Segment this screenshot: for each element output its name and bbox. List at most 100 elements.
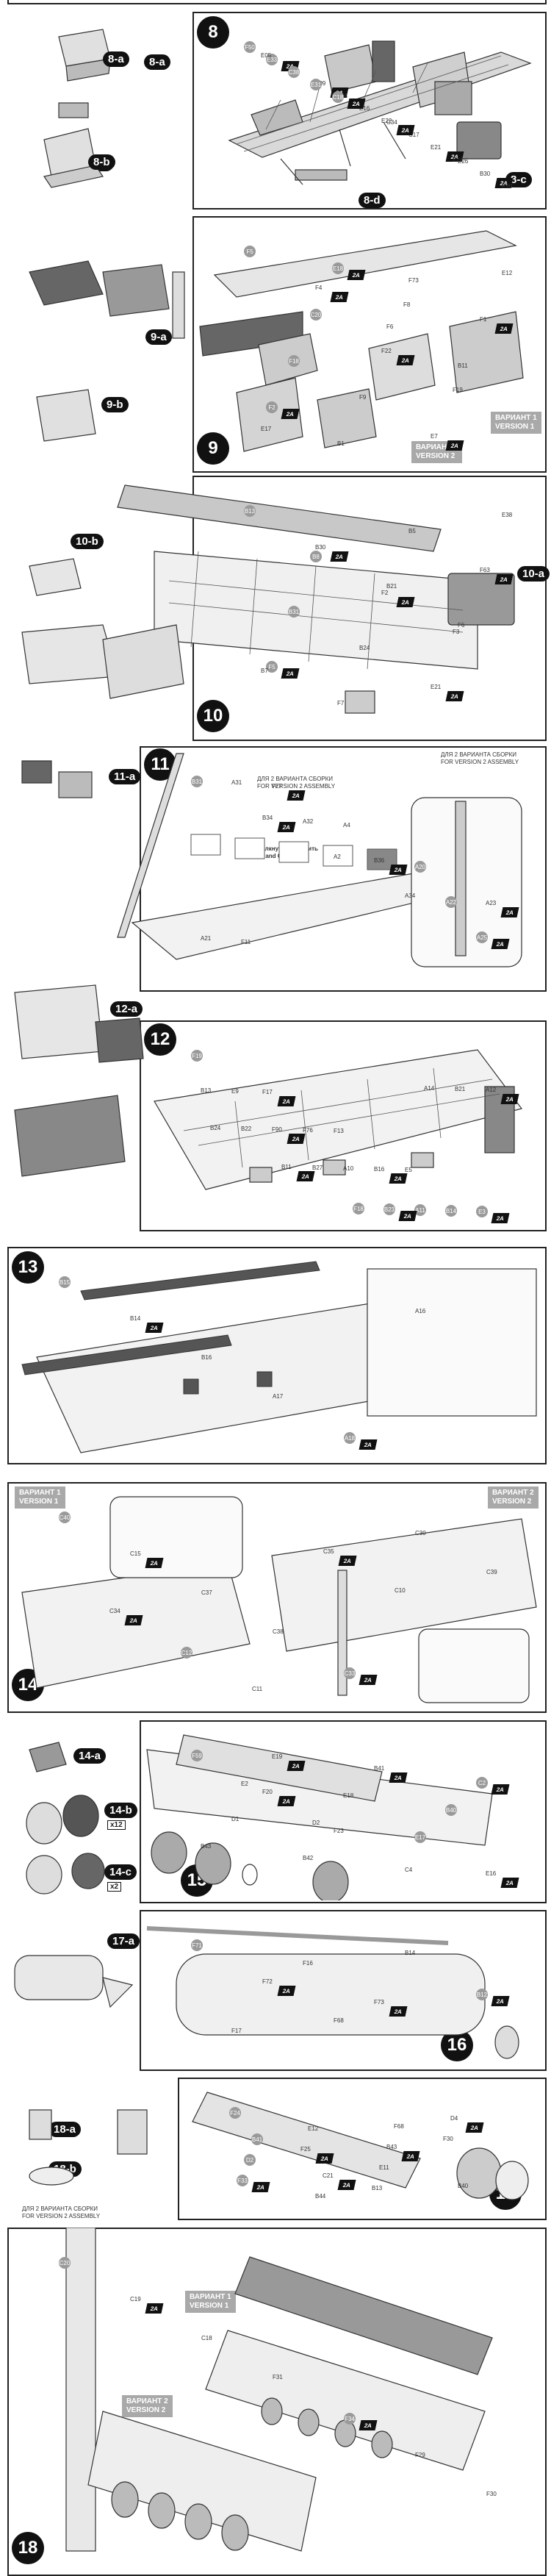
- part-number-label: F18: [353, 1203, 364, 1214]
- part-number-label: E3: [476, 1206, 488, 1217]
- part-number-label: C21: [323, 2172, 334, 2179]
- part-number-label: B23: [383, 1203, 395, 1215]
- glue-badge: 2A: [396, 597, 415, 607]
- glue-badge: 2A: [465, 2122, 484, 2133]
- part-number-label: F1: [480, 316, 487, 323]
- substep-label: 11-a: [109, 769, 141, 784]
- detail-wheels-drawing: [26, 1742, 105, 1895]
- part-number-label: E12: [308, 2125, 319, 2132]
- detail-11a-drawing: [21, 760, 93, 798]
- step-17-canister-drawing: [192, 2092, 529, 2200]
- part-number-label: B21: [455, 1086, 466, 1092]
- part-number-label: B13: [244, 505, 256, 517]
- part-number-label: F20: [262, 1789, 273, 1795]
- step-18-launcher-drawing: [65, 2228, 493, 2552]
- substep-label: 8-b: [88, 154, 115, 170]
- part-number-label: B11: [281, 1164, 292, 1170]
- part-number-label: A4: [343, 822, 350, 829]
- substep-label: 14-c: [104, 1864, 137, 1880]
- part-number-label: F30: [443, 2136, 453, 2142]
- glue-badge: 2A: [396, 355, 415, 365]
- substep-label: 14-b: [104, 1803, 137, 1818]
- part-number-label: F11: [241, 939, 251, 945]
- quantity-multiplier: x2: [107, 1882, 122, 1892]
- part-number-label: B30: [480, 171, 491, 177]
- glue-badge: 2A: [491, 939, 510, 949]
- part-number-label: C20: [59, 2257, 71, 2269]
- glue-badge: 2A: [491, 1784, 510, 1795]
- part-number-label: F77: [272, 783, 282, 790]
- part-number-label: C37: [201, 1589, 212, 1596]
- part-number-label: F59: [191, 1750, 203, 1761]
- part-number-label: E31: [310, 79, 322, 90]
- glue-badge: 2A: [330, 551, 349, 562]
- part-number-label: B7: [261, 668, 268, 674]
- part-number-label: B27: [312, 1164, 323, 1171]
- glue-badge: 2A: [491, 1213, 510, 1223]
- part-number-label: B15: [59, 1276, 71, 1288]
- glue-badge: 2A: [330, 292, 349, 302]
- part-number-label: F18: [288, 355, 300, 367]
- part-number-label: A32: [303, 818, 314, 825]
- glue-badge: 2A: [277, 1986, 296, 1996]
- part-number-label: F76: [303, 1127, 313, 1134]
- part-number-label: C35: [323, 1548, 334, 1555]
- part-number-label: F22: [381, 348, 392, 354]
- part-number-label: F30: [486, 2491, 497, 2497]
- step-14-chassis-drawing: [21, 1496, 537, 1703]
- part-number-label: F71: [191, 1939, 203, 1951]
- step-number: 12: [144, 1023, 176, 1056]
- part-number-label: F24: [229, 2107, 241, 2119]
- part-number-label: A17: [273, 1393, 284, 1400]
- part-number-label: F90: [272, 1126, 282, 1133]
- part-number-label: C20: [310, 309, 322, 321]
- part-number-label: C11: [252, 1686, 263, 1692]
- part-number-label: D2: [312, 1820, 320, 1826]
- part-number-label: A20: [414, 861, 426, 873]
- step-12-chassis-drawing: [154, 1049, 523, 1190]
- part-number-label: F50: [244, 41, 256, 53]
- part-number-label: B8: [310, 551, 322, 562]
- part-number-label: F5: [266, 661, 278, 673]
- part-number-label: A31: [231, 779, 242, 786]
- part-number-label: B21: [386, 583, 397, 590]
- part-number-label: E05: [261, 52, 272, 59]
- part-number-label: C40: [59, 1511, 71, 1523]
- detail-10-side-parts: [21, 558, 184, 699]
- part-number-label: F6: [386, 323, 394, 330]
- part-number-label: B36: [374, 857, 385, 864]
- part-number-label: C34: [109, 1608, 120, 1614]
- glue-badge: 2A: [251, 2182, 270, 2192]
- part-number-label: E16: [486, 1870, 497, 1877]
- part-number-label: E21: [431, 684, 442, 690]
- part-number-label: C2: [476, 1777, 488, 1789]
- detail-8a-drawing: [58, 29, 111, 82]
- glue-badge: 2A: [338, 1556, 357, 1566]
- part-number-label: F29: [415, 2452, 425, 2458]
- part-number-label: B40: [458, 2183, 469, 2189]
- detail-9a-drawing: [29, 260, 185, 339]
- part-number-label: C38: [273, 1628, 284, 1635]
- part-number-label: C15: [130, 1550, 141, 1557]
- part-number-label: B13: [372, 2185, 383, 2192]
- part-number-label: D4: [450, 2115, 458, 2122]
- glue-badge: 2A: [145, 2303, 164, 2314]
- part-number-label: C4: [405, 1867, 413, 1873]
- glue-badge: 2A: [145, 1558, 164, 1568]
- part-number-label: B24: [359, 645, 370, 651]
- detail-9b-drawing: [36, 389, 96, 442]
- part-number-label: F73: [408, 277, 419, 284]
- part-number-label: A12: [486, 1087, 497, 1093]
- glue-badge: 2A: [315, 2153, 334, 2164]
- glue-badge: 2A: [389, 1173, 408, 1184]
- glue-badge: 2A: [287, 1761, 306, 1771]
- part-number-label: F33: [237, 2175, 248, 2186]
- part-number-label: B31: [288, 606, 300, 618]
- part-number-label: B44: [315, 2193, 326, 2200]
- part-number-label: C34: [386, 119, 397, 126]
- part-number-label: C18: [201, 2335, 212, 2341]
- detail-12-side-parts: [14, 984, 144, 1177]
- substep-label: 8-c: [505, 172, 532, 187]
- substep-label: 10-b: [71, 534, 104, 549]
- part-number-label: B40: [445, 1804, 457, 1816]
